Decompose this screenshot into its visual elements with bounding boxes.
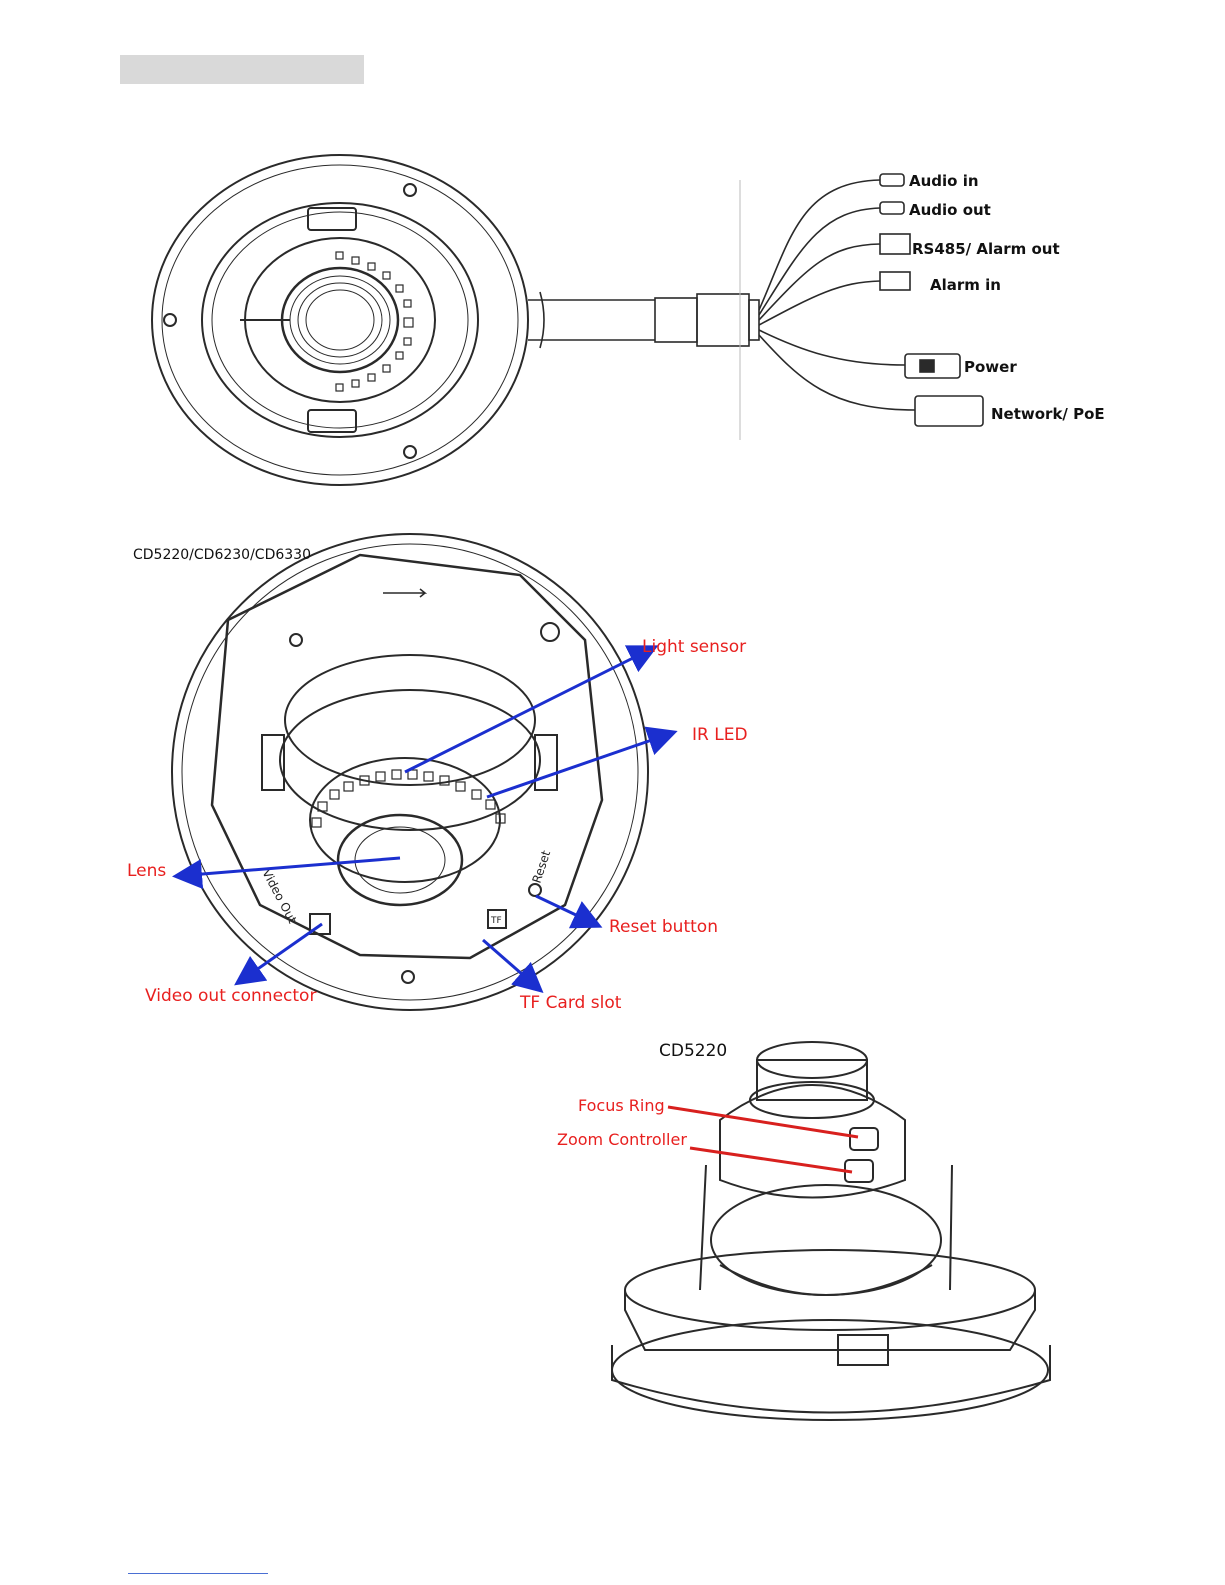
label-rs485-alarm-out: RS485/ Alarm out [912, 240, 1060, 258]
callout-reset-button: Reset button [609, 917, 718, 937]
embossed-tf: TF [490, 916, 502, 926]
leader-zoom-controller [690, 1148, 852, 1172]
callout-lens: Lens [127, 861, 166, 881]
side-model-caption: CD5220 [659, 1041, 727, 1061]
arrow-video-out [239, 924, 322, 982]
side-callout-labels: Focus Ring Zoom Controller [557, 1096, 687, 1149]
callout-light-sensor: Light sensor [642, 637, 746, 657]
embossed-reset: Reset [530, 848, 554, 884]
callout-tf-card-slot: TF Card slot [519, 993, 622, 1013]
label-network-poe: Network/ PoE [991, 405, 1105, 423]
callout-video-out-connector: Video out connector [145, 986, 316, 1006]
callout-zoom-controller: Zoom Controller [557, 1130, 687, 1149]
top-dome-illustration [152, 155, 528, 485]
cable-labels: Audio in Audio out RS485/ Alarm out Alar… [909, 172, 1105, 423]
label-audio-in: Audio in [909, 172, 979, 190]
dome-model-caption: CD5220/CD6230/CD6330 [133, 547, 311, 563]
side-view-illustration [612, 1042, 1050, 1420]
embossed-video-out: Video Out [259, 867, 299, 926]
label-audio-out: Audio out [909, 201, 991, 219]
label-power: Power [964, 358, 1017, 376]
footer-link-underline [128, 1573, 268, 1574]
dome-internal-illustration [172, 534, 648, 1010]
arrow-ir-led [487, 733, 672, 797]
arrow-lens [178, 858, 400, 876]
callout-ir-led: IR LED [692, 725, 748, 745]
arrow-tf-card [483, 940, 539, 989]
label-alarm-in: Alarm in [930, 276, 1001, 294]
callout-focus-ring: Focus Ring [578, 1096, 665, 1115]
